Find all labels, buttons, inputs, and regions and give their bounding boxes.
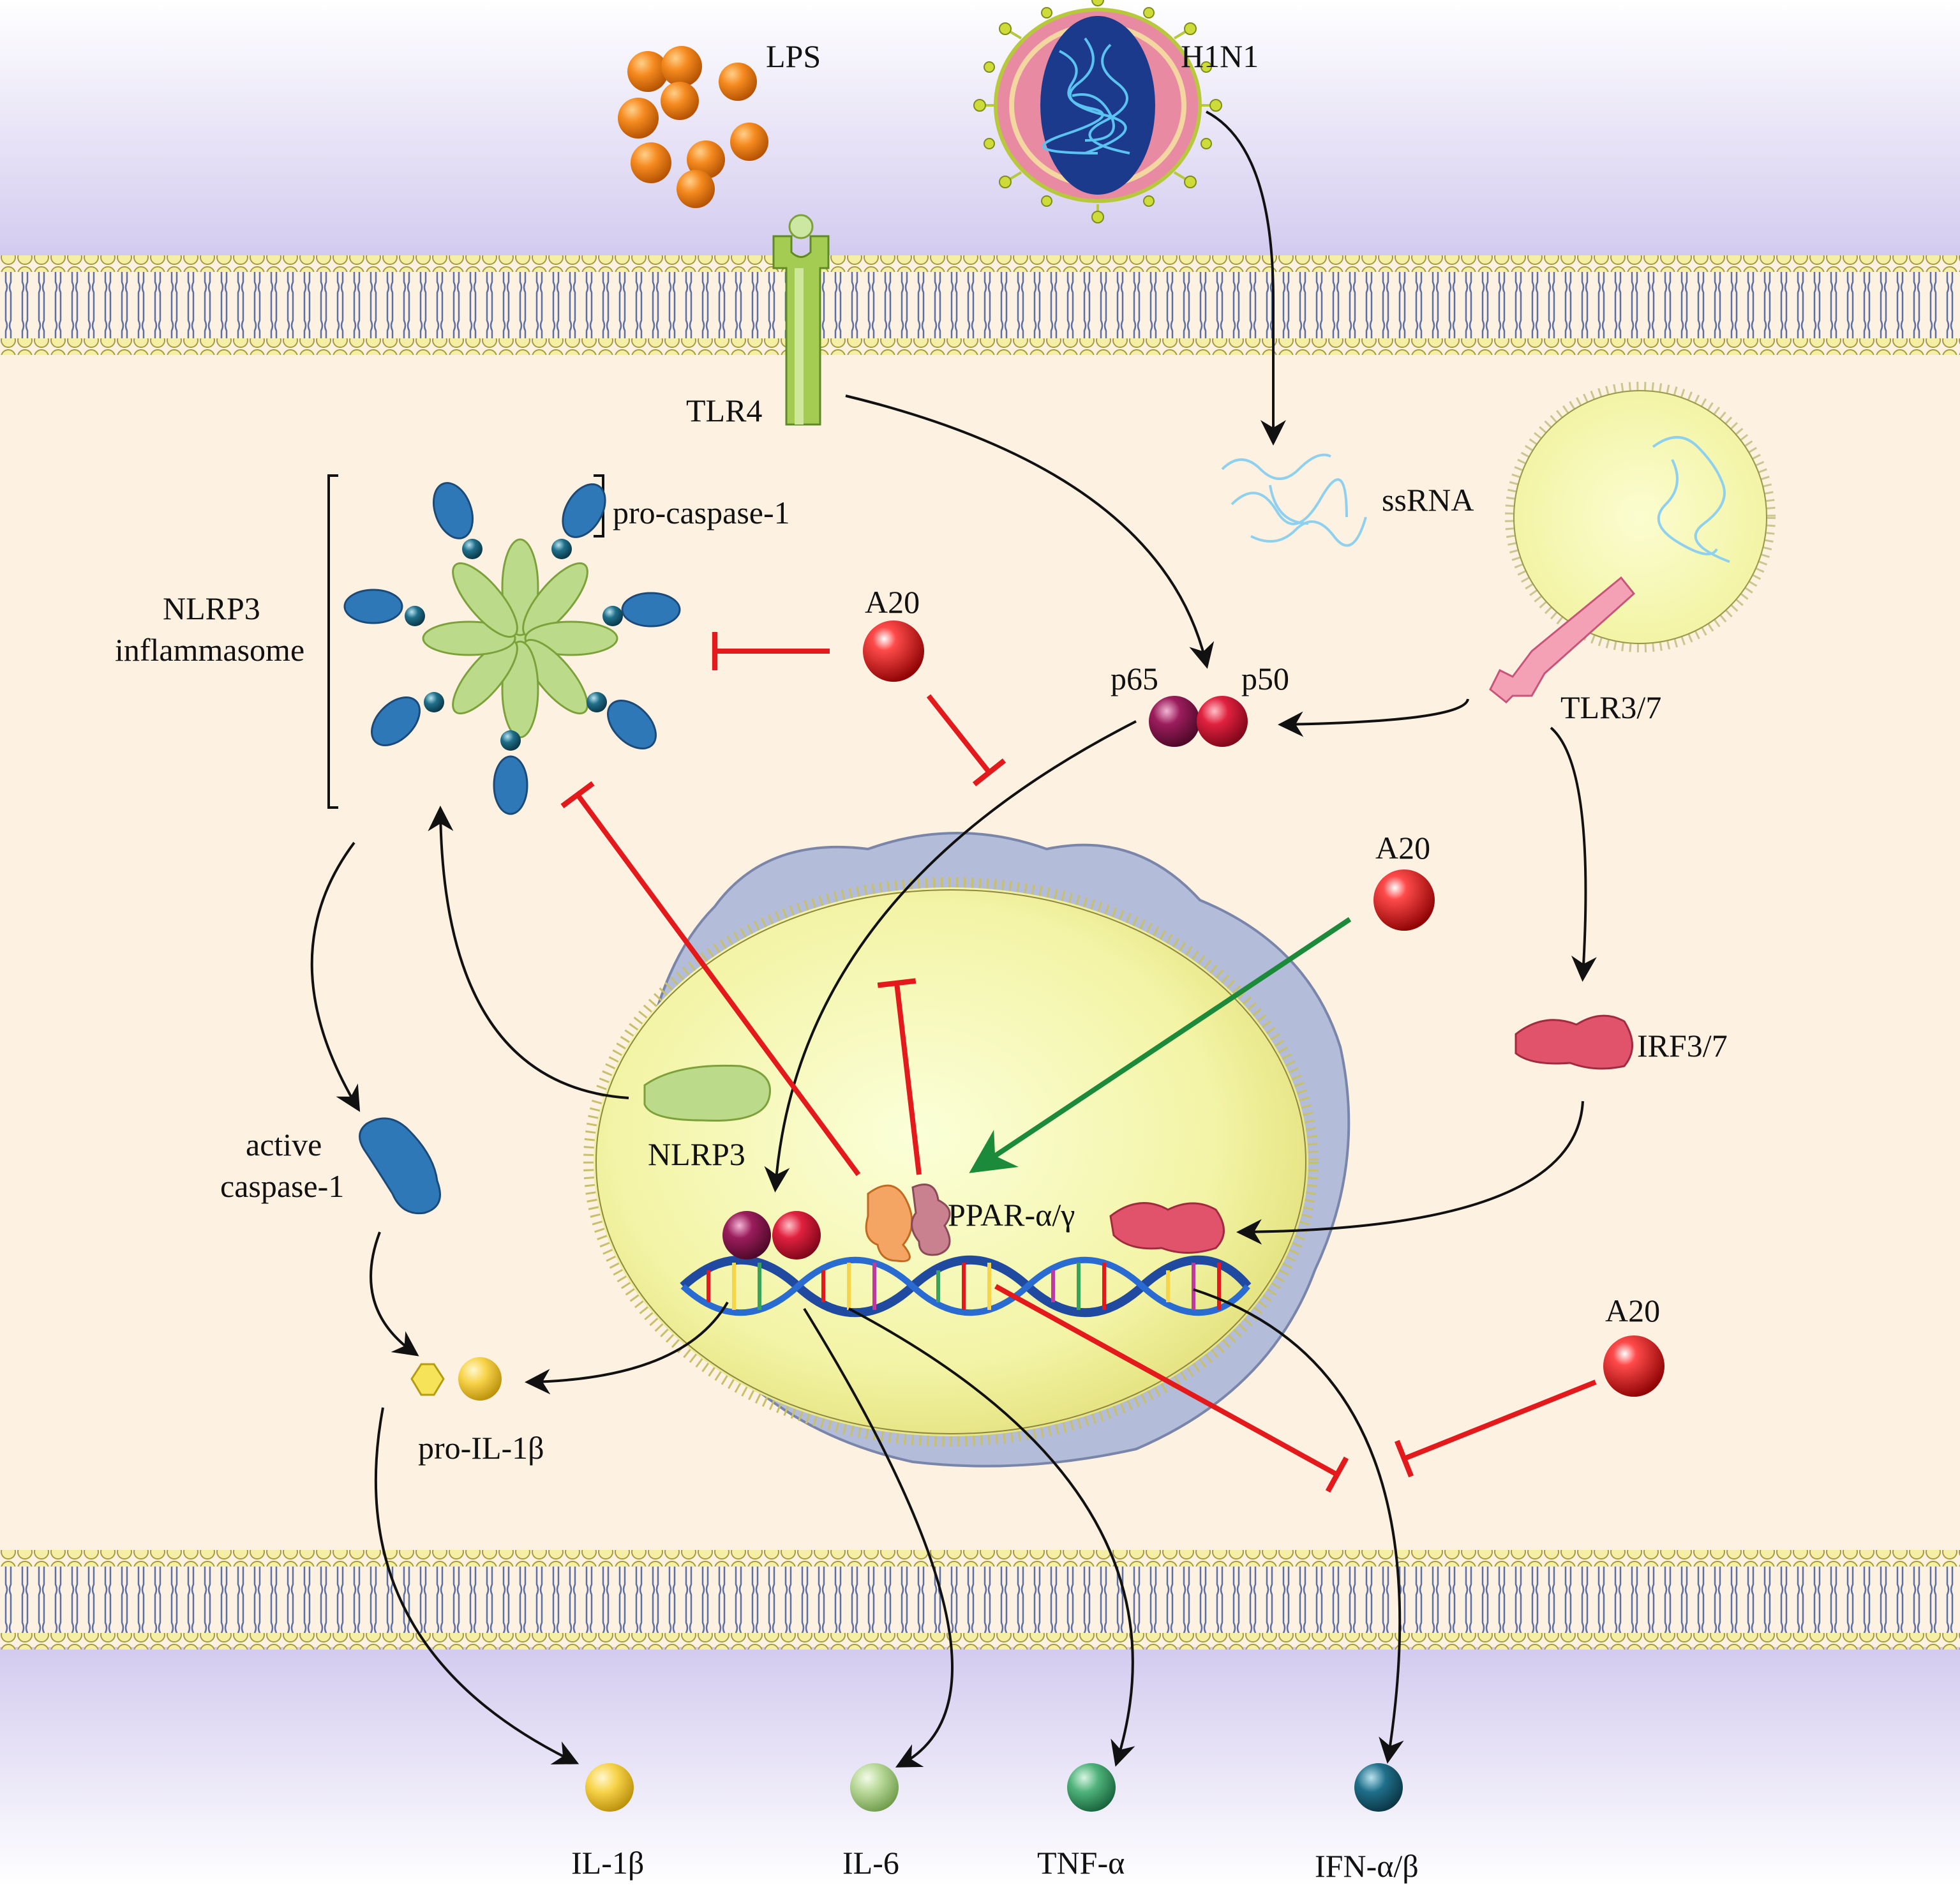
il6-label: IL-6 [842, 1845, 899, 1881]
tlr4-receptor-icon [772, 214, 830, 426]
p50-cytoplasm-icon [1197, 696, 1248, 747]
tnfa-label: TNF-α [1037, 1845, 1125, 1881]
il1b-icon [585, 1763, 634, 1812]
tnfa-icon [1067, 1763, 1116, 1812]
p50-label: p50 [1241, 661, 1289, 696]
a20-inhibits-nfkb [926, 694, 1006, 786]
arrow-pro-il1b-to-il1b [374, 1407, 580, 1764]
lps-icon [618, 46, 768, 208]
p50-nuclear-icon [772, 1211, 821, 1259]
arrow-dna-to-tnfa [848, 1307, 1135, 1767]
active-caspase1-icon [359, 1117, 441, 1215]
p65-nuclear-icon [722, 1211, 771, 1259]
arrow-dna-to-il6 [803, 1307, 954, 1768]
a20-ball-icon [1373, 869, 1435, 931]
ppar-label: PPAR-α/γ [948, 1197, 1075, 1233]
pro-il1b-label: pro-IL-1β [418, 1430, 544, 1466]
nlrp3-inflammasome-label-line1: NLRP3 [163, 590, 260, 626]
active-caspase1-label-line1: active [246, 1127, 322, 1162]
ifn-label: IFN-α/β [1315, 1848, 1419, 1884]
irf37-cytoplasm-icon [1515, 1014, 1633, 1070]
ifn-icon [1354, 1763, 1403, 1812]
h1n1-virus-icon [973, 0, 1222, 223]
il6-icon [850, 1763, 899, 1812]
arrow-caspase1-to-pro-il1b [370, 1231, 419, 1357]
a20-ball-icon [863, 620, 924, 682]
dna-inhibition-to-ifn [994, 1284, 1349, 1493]
dna-helix-icon [680, 1255, 1252, 1318]
a20-ball-icon [1603, 1335, 1665, 1397]
ppar-icon [865, 1184, 951, 1263]
ssrna-icon [1221, 453, 1367, 547]
p65-label: p65 [1111, 661, 1158, 696]
arrow-nlrp3-to-inflammasome [428, 806, 629, 1099]
il1b-label: IL-1β [571, 1845, 644, 1881]
cell-membrane-bottom [0, 1550, 1960, 1650]
h1n1-label: H1N1 [1181, 38, 1259, 74]
arrow-irf37-to-nucleus [1236, 1101, 1584, 1245]
lps-label: LPS [766, 38, 821, 74]
a20-label-3: A20 [1605, 1293, 1660, 1328]
arrow-h1n1-to-ssrna [1206, 110, 1286, 446]
active-caspase1-label-line2: caspase-1 [220, 1168, 344, 1204]
inhibition-lines [560, 632, 1597, 1493]
nlrp3-protein-icon [643, 1064, 771, 1122]
irf37-nuclear-icon [1109, 1202, 1225, 1254]
arrow-p65p50-to-nucleus [764, 720, 1137, 1192]
nlrp3-inflammasome-icon [327, 474, 681, 815]
irf37-label: IRF3/7 [1637, 1028, 1728, 1064]
nlrp3-inflammasome-label-line2: inflammasome [115, 632, 304, 668]
ppar-inhibits-inflammasome [560, 781, 861, 1177]
pro-il1b-icon [410, 1357, 502, 1401]
a20-activates-ppar [969, 917, 1352, 1173]
p65-cytoplasm-icon [1149, 696, 1200, 747]
arrow-tlr37-to-irf37 [1550, 726, 1597, 982]
ppar-inhibits-nfkb [877, 978, 922, 1175]
extracellular-bottom [0, 1647, 1960, 1887]
cell-membrane-top [0, 255, 1960, 355]
a20-inhibits-ifn [1394, 1380, 1597, 1478]
nlrp3-label: NLRP3 [648, 1136, 745, 1172]
arrow-tlr4-to-p65p50 [845, 395, 1215, 669]
arrow-tlr37-to-p65p50 [1278, 698, 1469, 737]
extracellular-top [0, 0, 1960, 255]
pro-caspase1-label: pro-caspase-1 [613, 495, 790, 530]
a20-label-2: A20 [1375, 830, 1430, 866]
arrow-dna-to-pro-il1b [525, 1301, 729, 1395]
endosome-vesicle [1505, 382, 1776, 652]
tlr37-receptor-icon [1489, 576, 1636, 704]
tlr4-label: TLR4 [686, 393, 762, 428]
ssrna-label: ssRNA [1382, 482, 1474, 518]
activation-arrows [310, 110, 1597, 1768]
arrow-dna-to-ifn [1193, 1288, 1404, 1764]
a20-label-1: A20 [865, 584, 920, 620]
tlr37-label: TLR3/7 [1560, 689, 1661, 725]
arrow-inflammasome-to-active-caspase1 [310, 841, 361, 1112]
